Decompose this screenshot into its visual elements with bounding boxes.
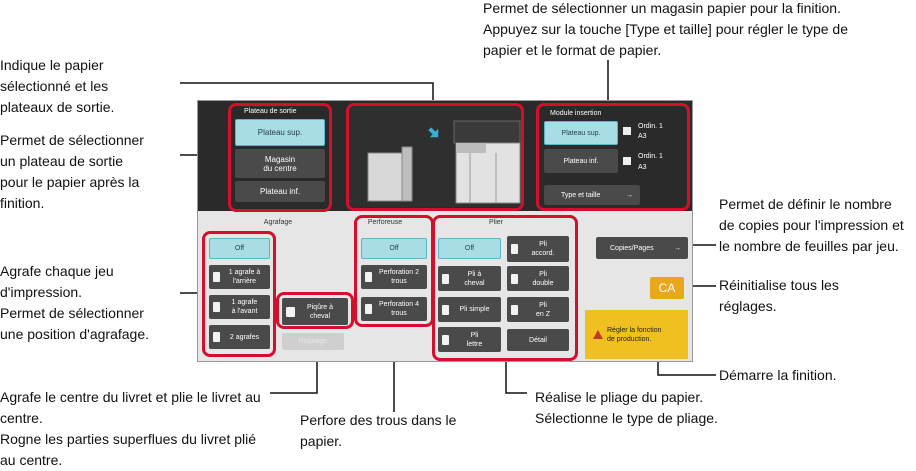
punch-4-holes-label: Perforation 4 trous <box>378 301 420 317</box>
punch-4-holes-button[interactable]: Perforation 4 trous <box>361 297 427 321</box>
highlight-punch <box>354 215 434 327</box>
start-button[interactable]: Régler la fonction de production. <box>585 310 688 359</box>
insert-upper-tray-button[interactable]: Plateau sup. <box>544 121 618 145</box>
punch-2-holes-icon <box>365 272 372 282</box>
staple-two-button[interactable]: 2 agrafes <box>209 325 270 349</box>
highlight-stapling <box>202 231 276 357</box>
annotation-top-right: Permet de sélectionner un magasin papier… <box>483 0 848 58</box>
annotation-stapling: Agrafe chaque jeu d'impression. Permet d… <box>0 263 150 342</box>
insert-upper-paper-size: A3 <box>638 133 647 140</box>
arrow-right-icon: → <box>626 191 633 199</box>
fold-detail-button[interactable]: Détail <box>507 329 569 351</box>
fold-z-icon <box>511 304 518 315</box>
stapling-title: Agrafage <box>263 219 293 226</box>
saddle-stitch-label: Piqûre à cheval <box>306 303 334 320</box>
machine-illustration <box>350 107 522 207</box>
trim-button: Rognage <box>282 333 344 350</box>
staple-rear-label: 1 agrafe à l'arrière <box>228 269 261 285</box>
fold-single-button[interactable]: Pli simple <box>438 297 501 322</box>
fold-accordion-label: Pli accord. <box>531 241 555 257</box>
highlight-output-tray <box>228 103 332 212</box>
staple-rear-icon <box>213 272 220 282</box>
insert-module-title: Module insertion <box>550 110 602 117</box>
fold-double-label: Pli double <box>532 270 554 287</box>
fold-double-icon <box>511 273 518 284</box>
output-tray-title: Plateau de sortie <box>244 108 297 115</box>
fold-z-label: Pli en Z <box>535 301 550 318</box>
punch-title: Perforeuse <box>367 219 403 226</box>
fold-letter-icon <box>442 334 449 345</box>
reset-ca-button[interactable]: CA <box>650 277 684 299</box>
staple-front-label: 1 agrafe à l'avant <box>231 299 258 315</box>
highlight-machine <box>346 103 524 211</box>
fold-single-icon <box>442 304 449 315</box>
insert-lower-paper-type: Ordin. 1 <box>638 153 663 160</box>
staple-off-button[interactable]: Off <box>209 238 270 259</box>
fold-off-button[interactable]: Off <box>438 238 501 259</box>
annotation-saddle-stitch: Agrafe le centre du livret et plie le li… <box>0 389 261 468</box>
annotation-fold: Réalise le pliage du papier. Sélectionne… <box>535 389 718 426</box>
copies-pages-label: Copies/Pages <box>610 244 654 252</box>
paper-icon <box>623 127 631 135</box>
touch-panel: Plateau de sortie Plateau sup. Magasin d… <box>197 100 693 362</box>
staple-two-icon <box>213 332 220 342</box>
highlight-saddle-stitch <box>276 292 354 329</box>
punch-2-holes-button[interactable]: Perforation 2 trous <box>361 265 427 289</box>
highlight-insert-module <box>536 103 690 211</box>
annotation-output-tray: Permet de sélectionner un plateau de sor… <box>0 132 144 211</box>
arrow-right-icon: → <box>674 244 681 252</box>
start-label: Régler la fonction de production. <box>607 326 662 343</box>
output-tray-lower-button[interactable]: Plateau inf. <box>235 181 325 202</box>
annotation-copies-pages: Permet de définir le nombre de copies po… <box>719 196 904 254</box>
punch-4-holes-icon <box>365 304 372 314</box>
type-and-size-label: Type et taille <box>561 191 601 199</box>
punch-off-button[interactable]: Off <box>361 238 427 259</box>
saddle-stitch-button[interactable]: Piqûre à cheval <box>282 298 348 325</box>
fold-saddle-button[interactable]: Pli à cheval <box>438 266 501 291</box>
insert-lower-paper-size: A3 <box>638 164 647 171</box>
copies-pages-button[interactable]: Copies/Pages → <box>596 237 688 259</box>
fold-letter-label: Pli lettre <box>466 331 483 348</box>
staple-front-button[interactable]: 1 agrafe à l'avant <box>209 295 270 319</box>
annotation-reset: Réinitialise tous les réglages. <box>719 277 839 314</box>
output-tray-upper-button[interactable]: Plateau sup. <box>235 119 325 146</box>
fold-saddle-icon <box>442 273 449 284</box>
fold-accordion-icon <box>511 244 518 254</box>
fold-accordion-button[interactable]: Pli accord. <box>507 236 569 262</box>
fold-z-button[interactable]: Pli en Z <box>507 297 569 322</box>
saddle-stitch-icon <box>286 306 295 317</box>
warning-icon <box>593 330 603 339</box>
fold-saddle-label: Pli à cheval <box>464 270 485 287</box>
annotation-punch: Perfore des trous dans le papier. <box>300 412 457 449</box>
insert-lower-tray-button[interactable]: Plateau inf. <box>544 149 618 173</box>
staple-rear-button[interactable]: 1 agrafe à l'arrière <box>209 265 270 289</box>
paper-icon <box>623 157 631 165</box>
staple-two-label: 2 agrafes <box>229 333 260 341</box>
fold-letter-button[interactable]: Pli lettre <box>438 327 501 352</box>
fold-title: Plier <box>488 219 503 226</box>
insert-upper-paper-type: Ordin. 1 <box>638 123 663 130</box>
highlight-fold <box>432 215 578 361</box>
type-and-size-button[interactable]: Type et taille → <box>544 185 640 205</box>
annotation-paper-trays: Indique le papier sélectionné et les pla… <box>0 57 115 115</box>
annotation-start: Démarre la finition. <box>719 367 837 383</box>
staple-front-icon <box>213 302 220 312</box>
fold-single-label: Pli simple <box>459 306 490 313</box>
punch-2-holes-label: Perforation 2 trous <box>378 269 420 285</box>
fold-double-button[interactable]: Pli double <box>507 266 569 291</box>
output-tray-middle-button[interactable]: Magasin du centre <box>235 149 325 178</box>
